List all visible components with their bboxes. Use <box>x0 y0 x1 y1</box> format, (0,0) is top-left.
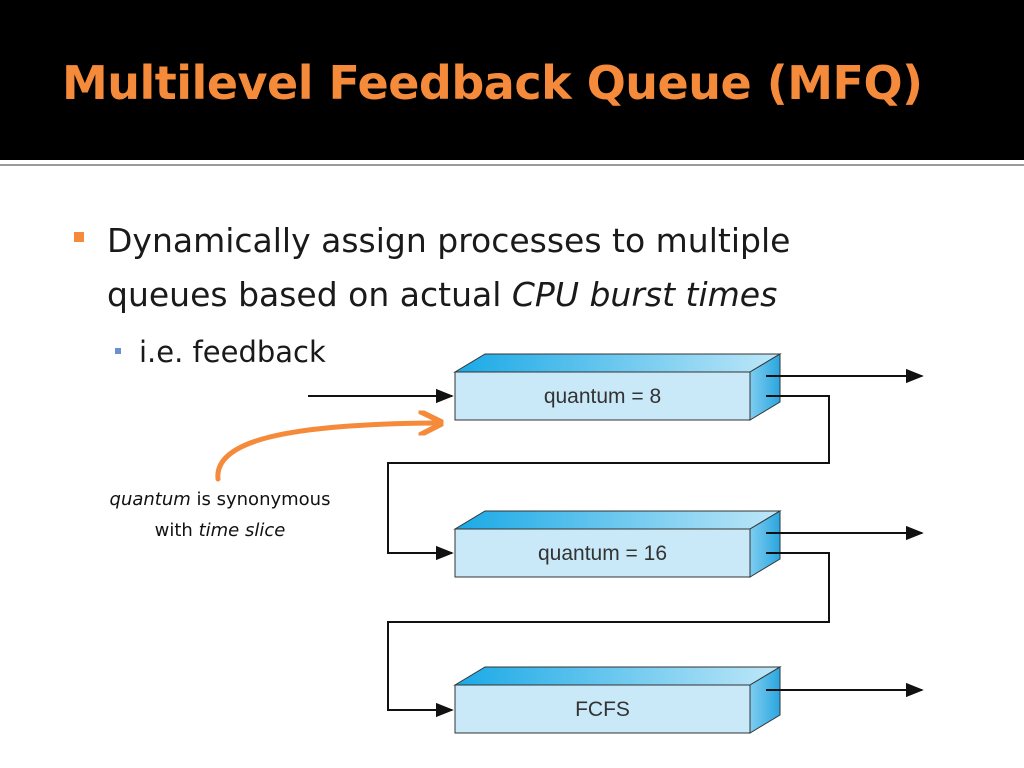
queue-box-2-top <box>453 510 782 530</box>
bullet-main-line2: queues based on actual <box>107 275 512 314</box>
queue-box-3: FCFS <box>453 666 782 734</box>
queue-box-1-top <box>453 353 782 373</box>
bullet-square-icon <box>74 232 84 242</box>
queue-box-3-top <box>453 666 782 686</box>
queue-label-3: FCFS <box>575 698 630 721</box>
annotation-text2: with <box>154 520 199 541</box>
quantum-annotation: quantum is synonymous with time slice <box>70 484 370 546</box>
bullet-main-line1: Dynamically assign processes to multiple <box>107 221 791 260</box>
title-bar: Multilevel Feedback Queue (MFQ) <box>0 0 1024 160</box>
sub-bullet-square-icon <box>115 348 121 354</box>
queue-label-1: quantum = 8 <box>544 385 661 408</box>
queue-box-1-front <box>454 371 751 421</box>
bullet-sub: i.e. feedback <box>139 335 326 369</box>
bullet-main-emphasis: CPU burst times <box>511 275 778 314</box>
annotation-term-time-slice: time slice <box>198 520 286 541</box>
queue-box-3-front <box>454 684 751 734</box>
annotation-term-quantum: quantum <box>109 489 191 510</box>
demotion-path-2 <box>387 552 830 718</box>
slide-title: Multilevel Feedback Queue (MFQ) <box>62 56 923 110</box>
title-divider-shade <box>0 164 1024 166</box>
queue-box-1: quantum = 8 <box>453 353 782 421</box>
queue-box-2: quantum = 16 <box>453 510 782 578</box>
queue-box-2-front <box>454 528 751 578</box>
bullet-main: Dynamically assign processes to multiple… <box>107 214 947 322</box>
queue-label-2: quantum = 16 <box>538 542 667 565</box>
demotion-path-1 <box>387 395 830 561</box>
annotation-text1: is synonymous <box>190 489 331 510</box>
callout-arrow <box>215 423 436 482</box>
